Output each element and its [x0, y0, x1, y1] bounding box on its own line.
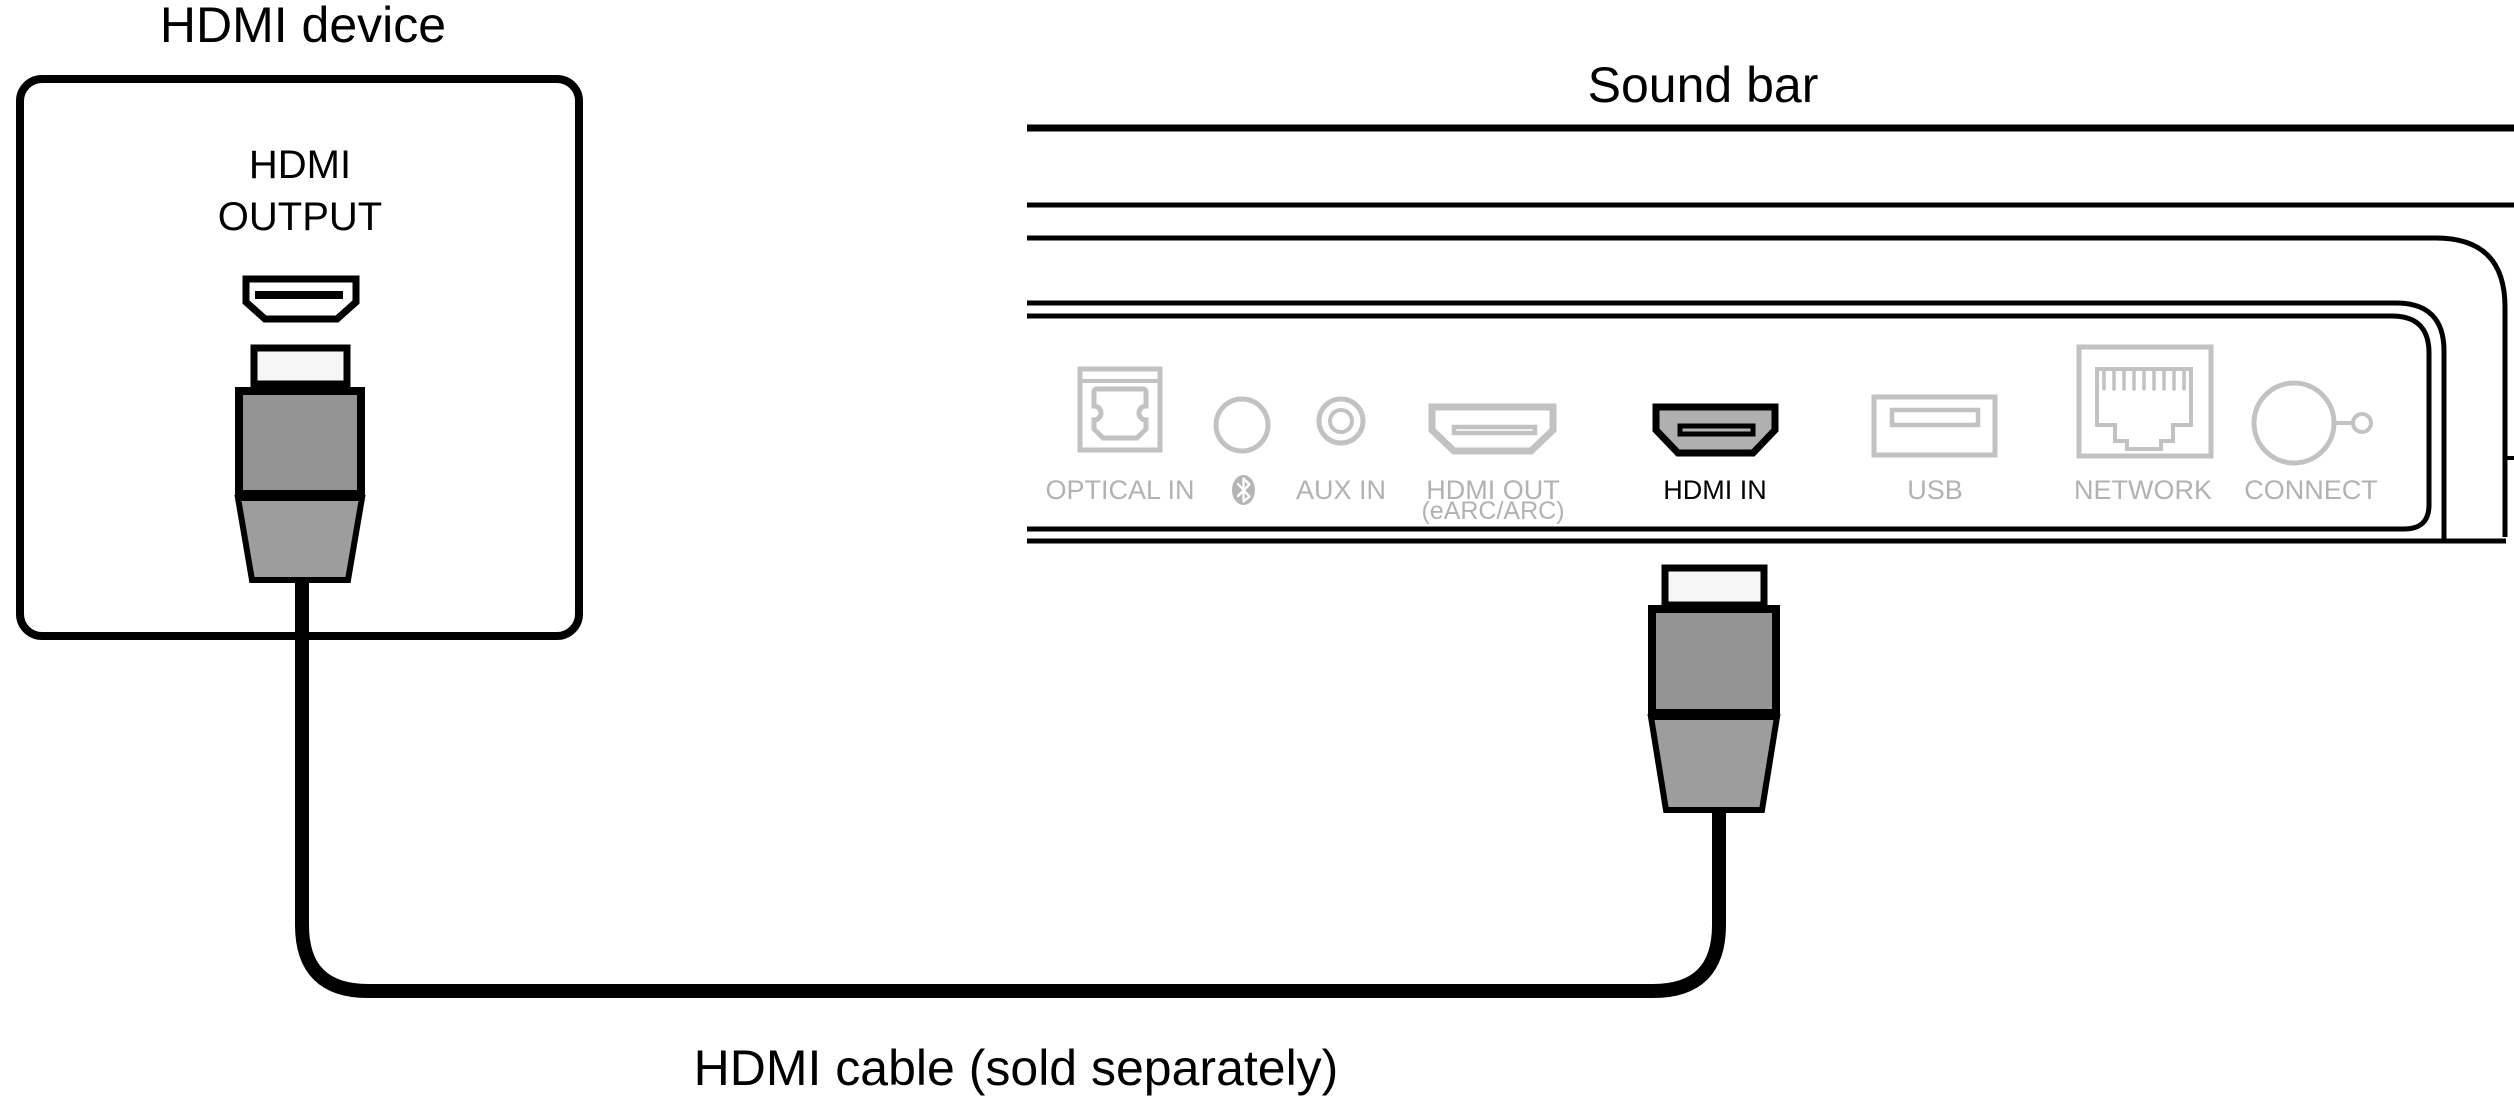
port-sublabel-hdmi-out: (eARC/ARC): [1421, 497, 1565, 525]
usb-port-icon: [1871, 394, 1998, 458]
hdmi-output-label-line2: OUTPUT: [217, 195, 383, 239]
port-label-hdmi-out: HDMI OUT: [1426, 475, 1560, 505]
hdmi-device-title: HDMI device: [159, 0, 447, 53]
soundbar-ports: [1077, 344, 2373, 505]
plug-tip: [250, 344, 351, 388]
bluetooth-icon: [1232, 475, 1255, 505]
hdmi-output-label-line1: HDMI: [248, 143, 352, 187]
cable-label: HDMI cable (sold separately): [693, 1040, 1339, 1096]
hdmi-plug-right: [1647, 564, 1781, 813]
soundbar-panel-inner: [1027, 313, 2432, 532]
plug-body: [235, 387, 365, 498]
plug-taper: [234, 495, 366, 583]
optical-in-port-icon: [1077, 366, 1163, 453]
port-label-network: NETWORK: [2074, 475, 2212, 505]
connect-port-icon: [2251, 380, 2373, 466]
port-label-aux-in: AUX IN: [1295, 475, 1387, 505]
plug-taper: [1647, 714, 1781, 813]
plug-body: [1648, 605, 1780, 717]
hdmi-plug-left: [234, 344, 366, 583]
hdmi-out-port-icon: [1428, 403, 1557, 455]
hdmi-cable: [295, 578, 1726, 998]
port-label-hdmi-in: HDMI IN: [1663, 475, 1767, 505]
hdmi-output-label: HDMI OUTPUT: [218, 139, 382, 243]
aux-in-port-icon: [1316, 396, 1366, 446]
soundbar-outline: [1027, 124, 2514, 544]
bluetooth-port-icon: [1213, 396, 1271, 454]
port-label-connect: CONNECT: [2244, 475, 2378, 505]
soundbar-shell-edge: [1027, 235, 2508, 537]
soundbar-panel-outer: [1027, 300, 2447, 539]
plug-tip: [1661, 564, 1768, 609]
hdmi-in-port-icon: [1652, 403, 1779, 457]
network-port-icon: [2076, 344, 2214, 459]
soundbar-title: Sound bar: [1587, 57, 1819, 113]
hdmi-output-port-icon: [242, 275, 360, 323]
port-label-optical-in: OPTICAL IN: [1045, 475, 1195, 505]
port-label-usb: USB: [1907, 475, 1963, 505]
